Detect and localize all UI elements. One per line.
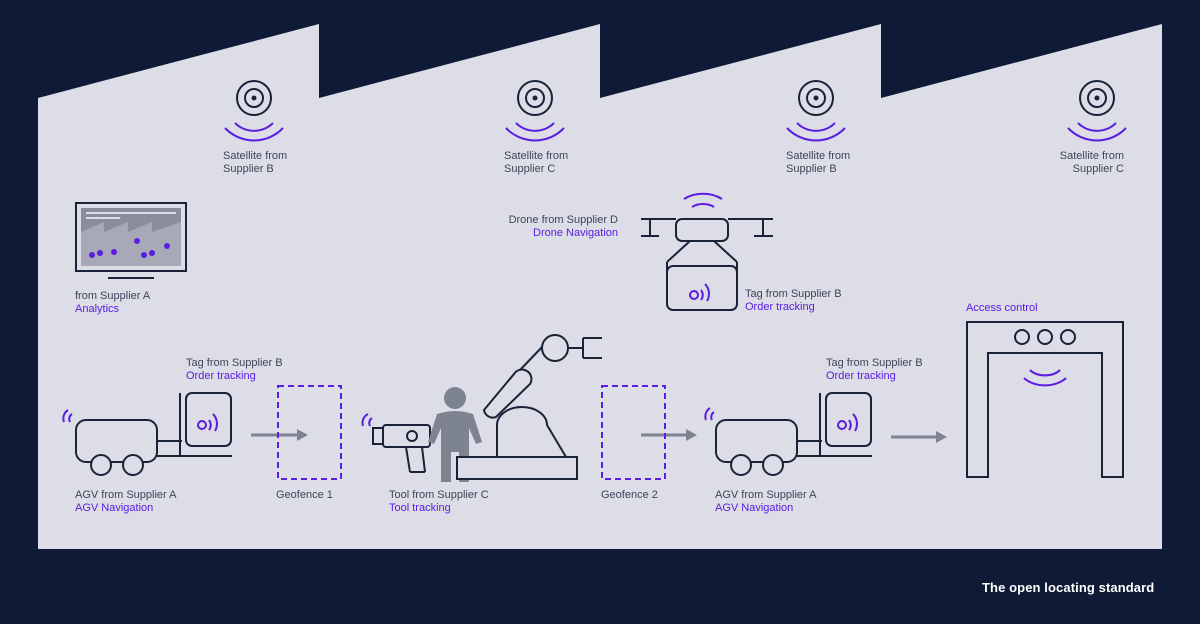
satellite-label-line2: Supplier C (504, 163, 556, 175)
tag-label-line2: Order tracking (186, 370, 256, 382)
satellite-label-line1: Satellite from (223, 150, 288, 162)
satellite-icon (1067, 80, 1127, 142)
agv-label: AGV from Supplier A AGV Navigation (715, 489, 817, 515)
analytics-label-line2: Analytics (75, 303, 120, 315)
agv-label-line2: AGV Navigation (715, 502, 794, 514)
tool-label: Tool from Supplier C Tool tracking (389, 489, 489, 515)
satellite-label-line2: Supplier C (1072, 163, 1124, 175)
drone-label: Drone from Supplier D Drone Navigation (509, 214, 618, 240)
tool-label-line2: Tool tracking (389, 502, 451, 514)
satellite-label: Satellite from Supplier B (786, 150, 850, 176)
tag-signal-icon (689, 283, 710, 302)
analytics-label-line1: from Supplier A (75, 290, 151, 302)
tag-label-line1: Tag from Supplier B (826, 357, 923, 369)
agv-label-line2: AGV Navigation (75, 502, 154, 514)
geofence-1-box (277, 385, 342, 480)
drone-tag-label-line2: Order tracking (745, 301, 815, 313)
tool-label-line1: Tool from Supplier C (389, 489, 489, 501)
satellite-label-line1: Satellite from (786, 150, 851, 162)
factory-building (38, 24, 1162, 549)
agv-label: AGV from Supplier A AGV Navigation (75, 489, 177, 515)
satellite-icon (505, 80, 565, 142)
agv-icon (62, 393, 232, 476)
drone-label-line2: Drone Navigation (533, 227, 618, 239)
arrow-icon (251, 429, 308, 441)
agv-label-line1: AGV from Supplier A (715, 489, 817, 501)
tag-label-line2: Order tracking (826, 370, 896, 382)
agv-label-line1: AGV from Supplier A (75, 489, 177, 501)
access-control-gate-icon (966, 321, 1124, 478)
geofence-1-label: Geofence 1 (276, 489, 333, 501)
tag-icon (825, 392, 872, 447)
satellite-icon (786, 80, 846, 142)
agv-icon (704, 393, 872, 476)
satellite-icon (224, 80, 284, 142)
satellite-label-line2: Supplier B (223, 163, 274, 175)
satellite-label-line2: Supplier B (786, 163, 837, 175)
drone-label-line1: Drone from Supplier D (508, 214, 618, 226)
drone-tag-label-line1: Tag from Supplier B (745, 288, 842, 300)
tool-icon (361, 413, 431, 473)
tag-label: Tag from Supplier B Order tracking (186, 357, 283, 383)
access-control-label: Access control (966, 302, 1038, 315)
drone-icon (641, 192, 773, 311)
tag-label: Tag from Supplier B Order tracking (826, 357, 923, 383)
analytics-monitor-icon (75, 202, 187, 279)
geofence-2-label: Geofence 2 (601, 489, 658, 501)
robot-arm-icon (456, 334, 602, 480)
analytics-label: from Supplier A Analytics (75, 290, 150, 316)
arrow-icon (891, 431, 947, 443)
satellite-label: Satellite from Supplier C (504, 150, 568, 176)
footer-tagline: The open locating standard (982, 580, 1155, 595)
geofence-2-box (601, 385, 666, 480)
satellite-label-line1: Satellite from (504, 150, 569, 162)
satellite-label-line1: Satellite from (1059, 150, 1124, 162)
satellite-label: Satellite from Supplier B (223, 150, 287, 176)
arrow-icon (641, 429, 697, 441)
tag-label-line1: Tag from Supplier B (186, 357, 283, 369)
drone-tag-label: Tag from Supplier B Order tracking (745, 288, 842, 314)
access-control-label-text: Access control (966, 302, 1038, 314)
satellite-label: Satellite from Supplier C (1060, 150, 1124, 176)
tag-icon (185, 392, 232, 447)
